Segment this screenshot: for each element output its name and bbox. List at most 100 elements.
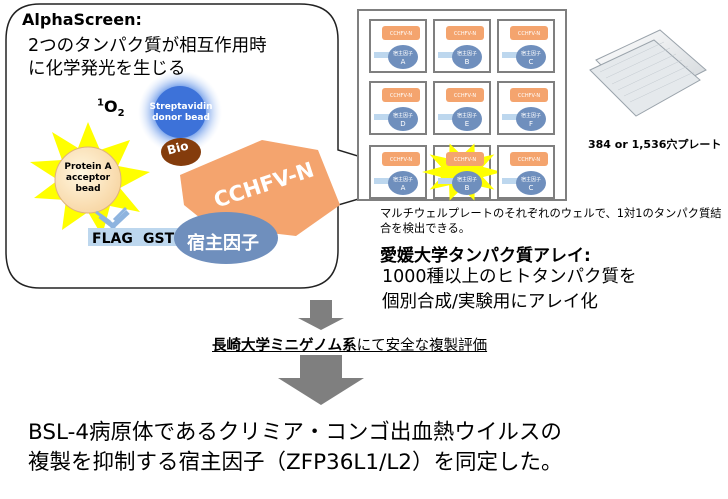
well-host-label: 宿主因子 [457,50,477,57]
down-arrow-1 [298,300,344,330]
well-cchfv-label: CCHFV-N [454,93,477,99]
alphascreen-desc-line1: 2つのタンパク質が相互作用時 [28,36,267,56]
conclusion-line2: 複製を抑制する宿主因子（ZFP36L1/L2）を同定した。 [28,450,563,475]
wells-caption: マルチウェルプレートのそれぞれのウェルで、1対1のタンパク質結合を検出できる。 [380,207,722,235]
well-host-oval [388,171,418,195]
well-host-oval [388,107,418,131]
speech-bubble [5,3,433,289]
well-cchfv-shape [382,26,420,40]
well-cchfv-shape [382,152,420,166]
well-letter: C [529,184,534,192]
well-letter: B [465,58,470,66]
well-cchfv-shape [446,88,484,102]
donor-bead-label-line2: donor bead [152,113,210,123]
gst-label: GST [143,231,175,247]
well-cchfv-shape [382,88,420,102]
well-host-label: 宿主因子 [393,112,413,119]
well-letter: E [465,120,469,128]
well-cchfv-label: CCHFV-N [454,157,477,163]
well-host-label: 宿主因子 [521,112,541,119]
well-host-label: 宿主因子 [521,176,541,183]
well-cchfv-label: CCHFV-N [518,93,541,99]
bio-tag [161,138,201,166]
well-host-oval [516,171,546,195]
singlet-oxygen-label: 1O2 [97,97,125,120]
well-cchfv-label: CCHFV-N [518,31,541,37]
well-letter: C [529,58,534,66]
nagasaki-bold: 長崎大学ミニゲノム系 [212,338,357,354]
well-letter: B [465,184,470,192]
well-letter: A [401,184,406,192]
well-tag-bar [502,178,520,184]
conclusion-line1: BSL-4病原体であるクリミア・コンゴ出血熱ウイルスの [28,420,562,445]
well-host-label: 宿主因子 [457,176,477,183]
well-tag-bar [374,178,392,184]
well-cchfv-shape [446,152,484,166]
well-cchfv-shape [446,26,484,40]
well-cchfv-label: CCHFV-N [390,93,413,99]
donor-bead-label: Streptavidin donor bead [148,102,214,124]
nagasaki-rest: にて安全な複製評価 [356,338,488,354]
flag-bar [88,228,140,246]
alphascreen-desc-line2: に化学発光を生じる [28,59,186,79]
well-tag-bar [438,52,456,58]
host-factor-oval [174,212,278,264]
ehime-array-title: 愛媛大学タンパク質アレイ: [380,246,591,266]
well-letter: D [400,120,405,128]
acceptor-bead-label: Protein A acceptor bead [52,162,124,195]
well-host-oval [516,45,546,69]
alphascreen-description: 2つのタンパク質が相互作用時 に化学発光を生じる [28,35,267,81]
acceptor-bead-label-line2: acceptor bead [65,173,111,194]
well-cchfv-shape [510,152,548,166]
well-cchfv-label: CCHFV-N [518,157,541,163]
well-host-label: 宿主因子 [457,112,477,119]
well-tag-bar [438,114,456,120]
well-letter: F [529,120,533,128]
flag-label: FLAG [92,231,133,247]
well-tag-bar [502,52,520,58]
gst-bar [140,228,184,246]
ehime-desc-line1: 1000種以上のヒトタンパク質を [382,267,637,287]
well-host-oval [452,107,482,131]
acceptor-bead-label-line1: Protein A [64,162,112,172]
ehime-desc-line2: 個別合成/実験用にアレイ化 [382,292,598,312]
nagasaki-minigenome: 長崎大学ミニゲノム系にて安全な複製評価 [212,334,487,355]
well-host-oval [516,107,546,131]
cchfv-n-shape [180,140,340,236]
well-host-oval [388,45,418,69]
well-host-label: 宿主因子 [393,50,413,57]
well-cchfv-label: CCHFV-N [390,157,413,163]
donor-bead [154,86,206,138]
well-letter: A [401,58,406,66]
well-tag-bar [374,52,392,58]
well-host-oval [452,171,482,195]
ehime-array-description: 1000種以上のヒトタンパク質を 個別合成/実験用にアレイ化 [382,265,637,315]
host-factor-label: 宿主因子 [187,233,259,254]
well-cchfv-label: CCHFV-N [454,31,477,37]
well-tag-bar [374,114,392,120]
well-tag-bar [502,114,520,120]
down-arrow-2 [278,355,364,405]
conclusion: BSL-4病原体であるクリミア・コンゴ出血熱ウイルスの 複製を抑制する宿主因子（… [28,418,562,478]
well-host-label: 宿主因子 [393,176,413,183]
well-tag-bar [438,178,456,184]
well-cchfv-shape [510,88,548,102]
well-host-label: 宿主因子 [521,50,541,57]
acceptor-bead [54,146,122,214]
alphascreen-title: AlphaScreen: [22,10,142,29]
well-cchfv-label: CCHFV-N [390,31,413,37]
plate-photo-label: 384 or 1,536穴プレート [588,138,722,151]
donor-bead-label-line1: Streptavidin [149,102,213,112]
well-cchfv-shape [510,26,548,40]
well-host-oval [452,45,482,69]
